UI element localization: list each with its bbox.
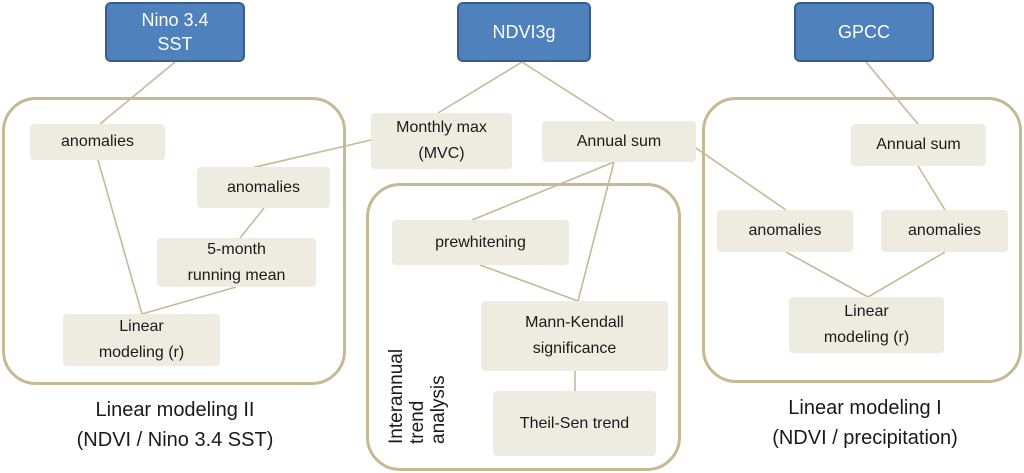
trend-analysis-label: Interannual trend analysis xyxy=(386,348,449,444)
connector-runningmean-linear xyxy=(141,286,237,315)
prewhitening-node: prewhitening xyxy=(392,220,569,265)
connector-ndvi-annualsum xyxy=(521,61,615,122)
connector-anomalies2-runningmean xyxy=(239,207,265,239)
connector-annualsum-mannkendall xyxy=(577,161,615,302)
anomalies-node-left: anomalies xyxy=(30,124,165,160)
linear-modeling-i-caption: Linear modeling I (NDVI / precipitation) xyxy=(772,397,958,449)
linear-modeling-node-right: Linear modeling (r) xyxy=(789,297,944,353)
theil-sen-node: Theil-Sen trend xyxy=(493,391,656,456)
connector-annualsum-prewhitening xyxy=(471,161,615,221)
connector-anomalies2-linear-right xyxy=(867,251,946,298)
anomalies-node-right-1: anomalies xyxy=(717,210,853,252)
connector-annualsum-anomalies-right xyxy=(695,147,787,211)
connector-annualsum-anomalies-right2 xyxy=(917,165,946,211)
linear-modeling-ii-caption: Linear modeling II (NDVI / Nino 3.4 SST) xyxy=(76,399,274,451)
connector-anomalies-linear xyxy=(97,159,143,315)
annual-sum-node-middle: Annual sum xyxy=(542,121,696,162)
nino-sst-source: Nino 3.4 SST xyxy=(105,2,245,62)
ndvi3g-source: NDVI3g xyxy=(457,2,591,62)
linear-modeling-node-left: Linear modeling (r) xyxy=(63,314,220,366)
running-mean-node: 5-month running mean xyxy=(157,238,316,287)
connector-gpcc-annualsum xyxy=(865,61,919,125)
connector-prewhitening-mannkendall xyxy=(479,264,579,302)
mann-kendall-node: Mann-Kendall significance xyxy=(481,301,668,371)
annual-sum-node-right: Annual sum xyxy=(851,124,986,166)
monthly-max-node: Monthly max (MVC) xyxy=(371,113,512,169)
connector-anomalies-linear-right xyxy=(785,251,869,298)
anomalies-node-right-2: anomalies xyxy=(881,210,1008,252)
connector-nino-anomalies xyxy=(99,61,176,125)
gpcc-source: GPCC xyxy=(794,2,934,62)
anomalies-node-smoothed: anomalies xyxy=(197,167,330,208)
connector-ndvi-mvc xyxy=(437,61,523,114)
